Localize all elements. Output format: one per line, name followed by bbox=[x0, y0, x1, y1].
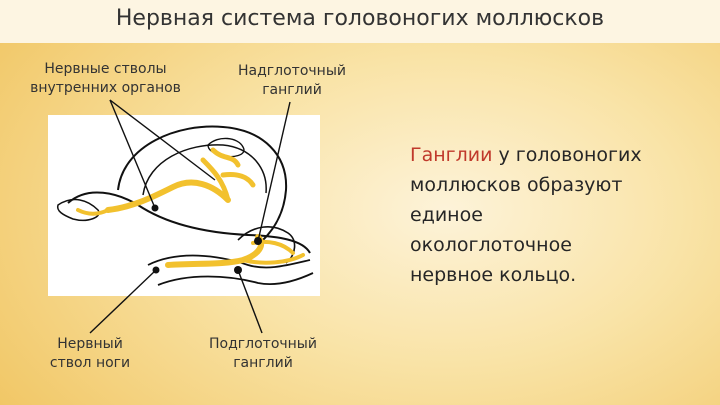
mollusk-illustration-panel bbox=[48, 115, 320, 296]
label-supraesophageal-line2: ганглий bbox=[262, 82, 322, 98]
description-line-1: Ганглии у головоногих bbox=[410, 140, 700, 170]
body-lower-outline bbox=[67, 191, 311, 254]
label-supraesophageal-ganglion: Надглоточный ганглий bbox=[222, 62, 362, 100]
slide-title: Нервная система головоногих моллюсков bbox=[115, 6, 605, 31]
mantle-outline bbox=[117, 125, 288, 241]
leader-line-internal-2 bbox=[109, 99, 216, 181]
description-line-4: окологлоточное bbox=[410, 234, 572, 256]
leader-line-supraesophageal bbox=[257, 101, 291, 242]
label-foot-trunk-line1: Нервный bbox=[57, 336, 123, 352]
visceral-nerve-band bbox=[105, 179, 231, 213]
siphon-outline bbox=[56, 198, 100, 222]
title-bar bbox=[0, 0, 720, 43]
label-internal-organ-trunks-line1: Нервные стволы bbox=[44, 61, 167, 77]
label-subesophageal-line2: ганглий bbox=[233, 355, 293, 371]
leader-line-subesophageal bbox=[237, 269, 263, 334]
leader-line-internal-1 bbox=[109, 99, 156, 209]
label-internal-organ-trunks: Нервные стволы внутренних органов bbox=[18, 60, 193, 98]
label-supraesophageal-line1: Надглоточный bbox=[238, 63, 346, 79]
left-nerve-band bbox=[76, 208, 110, 216]
label-internal-organ-trunks-line2: внутренних органов bbox=[30, 80, 181, 96]
label-foot-trunk-line2: ствол ноги bbox=[49, 355, 131, 371]
description-line-1-rest: у головоногих bbox=[492, 144, 642, 166]
arm-outline-1 bbox=[147, 254, 311, 269]
description-line-3: единое bbox=[410, 204, 483, 226]
arm-outline-2 bbox=[157, 272, 314, 286]
highlight-term: Ганглии bbox=[410, 144, 493, 166]
label-foot-nerve-trunk: Нервный ствол ноги bbox=[30, 335, 150, 373]
description-line-5: нервное кольцо. bbox=[410, 264, 577, 286]
description-line-2: моллюсков образуют bbox=[410, 174, 623, 196]
leader-line-foot-trunk bbox=[89, 269, 157, 334]
label-subesophageal-ganglion: Подглоточный ганглий bbox=[193, 335, 333, 373]
label-subesophageal-line1: Подглоточный bbox=[209, 336, 317, 352]
mollusk-nervous-system-drawing bbox=[56, 125, 314, 286]
upper-nerve-band bbox=[200, 147, 256, 203]
inner-mantle-outline bbox=[142, 144, 267, 196]
description-text: Ганглии у головоногих моллюсков образуют… bbox=[410, 140, 700, 290]
